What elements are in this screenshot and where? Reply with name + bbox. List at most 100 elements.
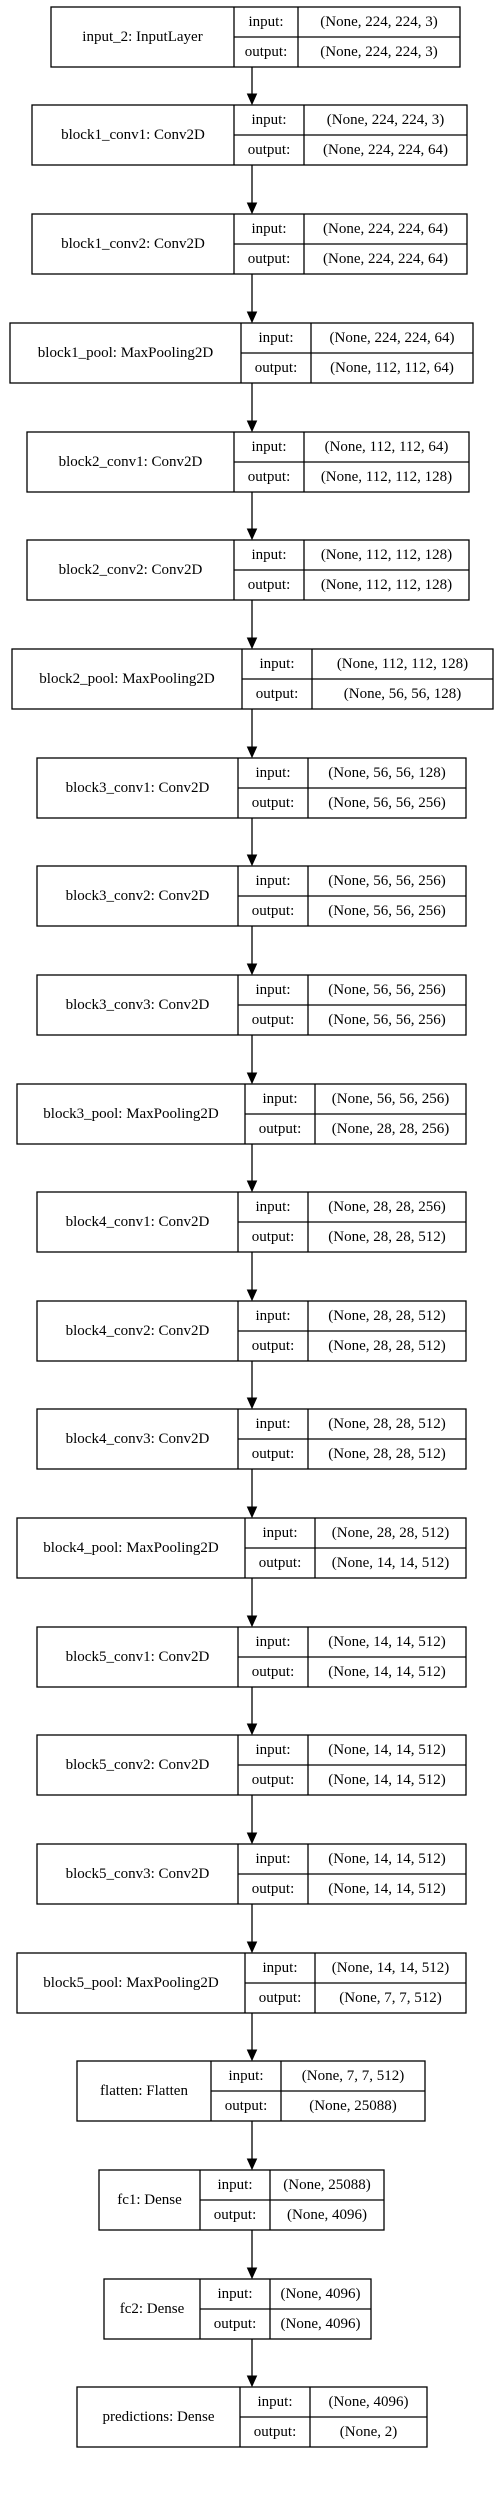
output-shape: (None, 28, 28, 512) — [328, 1446, 445, 1462]
output-label: output: — [252, 1338, 295, 1354]
layer-node: block1_conv1: Conv2Dinput:output:(None, … — [31, 104, 468, 166]
output-label: output: — [252, 1772, 295, 1788]
input-shape: (None, 14, 14, 512) — [328, 1851, 445, 1867]
arrowhead-icon — [246, 2267, 258, 2280]
layer-node: block5_conv1: Conv2Dinput:output:(None, … — [36, 1626, 467, 1688]
layer-node: block3_conv2: Conv2Dinput:output:(None, … — [36, 865, 467, 927]
output-label: output: — [259, 1121, 302, 1137]
input-label: input: — [248, 14, 283, 30]
layer-node: block1_pool: MaxPooling2Dinput:output:(N… — [9, 322, 474, 384]
output-shape: (None, 2) — [340, 2424, 397, 2440]
arrowhead-icon — [246, 93, 258, 106]
output-shape: (None, 112, 112, 64) — [330, 360, 454, 376]
input-shape: (None, 28, 28, 256) — [328, 1199, 445, 1215]
output-shape: (None, 28, 28, 256) — [332, 1121, 449, 1137]
output-shape: (None, 7, 7, 512) — [339, 1990, 441, 2006]
input-label: input: — [228, 2068, 263, 2084]
layer-name: fc1: Dense — [117, 2192, 182, 2208]
arrowhead-icon — [246, 854, 258, 867]
layer-name: block4_conv1: Conv2D — [66, 1214, 210, 1230]
input-label: input: — [257, 2394, 292, 2410]
output-shape: (None, 14, 14, 512) — [332, 1555, 449, 1571]
output-shape: (None, 56, 56, 256) — [328, 1012, 445, 1028]
input-label: input: — [262, 1091, 297, 1107]
input-shape: (None, 4096) — [281, 2286, 361, 2302]
output-label: output: — [225, 2098, 268, 2114]
layer-node: block1_conv2: Conv2Dinput:output:(None, … — [31, 213, 468, 275]
layer-node: block5_pool: MaxPooling2D input: output: (N… — [16, 1952, 467, 2014]
input-label: input: — [255, 873, 290, 889]
input-shape: (None, 28, 28, 512) — [328, 1416, 445, 1432]
output-shape: (None, 112, 112, 128) — [321, 577, 452, 593]
output-shape: (None, 224, 224, 64) — [323, 251, 448, 267]
layer-name: predictions: Dense — [102, 2409, 214, 2425]
arrowhead-icon — [246, 1506, 258, 1519]
input-shape: (None, 112, 112, 128) — [321, 547, 452, 563]
layer-node: block4_conv2: Conv2Dinput:output:(None, … — [36, 1300, 467, 1362]
arrowhead-icon — [246, 637, 258, 650]
layer-name: block1_conv2: Conv2D — [61, 236, 205, 252]
output-shape: (None, 28, 28, 512) — [328, 1338, 445, 1354]
output-label: output: — [214, 2207, 257, 2223]
arrowhead-icon — [246, 202, 258, 215]
output-label: output: — [259, 1990, 302, 2006]
layer-name: block3_conv2: Conv2D — [66, 888, 210, 904]
output-shape: (None, 224, 224, 64) — [323, 142, 448, 158]
output-label: output: — [252, 1012, 295, 1028]
layer-name: block5_pool: MaxPooling2D — [43, 1975, 219, 1991]
output-label: output: — [256, 686, 299, 702]
layer-node: block4_conv1: Conv2Dinput:output:(None, … — [36, 1191, 467, 1253]
layer-node: block4_conv3: Conv2Dinput:output:(None, … — [36, 1408, 467, 1470]
output-shape: (None, 4096) — [281, 2316, 361, 2332]
input-shape: (None, 14, 14, 512) — [328, 1634, 445, 1650]
layer-name: fc2: Dense — [120, 2301, 185, 2317]
layer-node: block3_conv3: Conv2Dinput:output:(None, … — [36, 974, 467, 1036]
output-shape: (None, 25088) — [309, 2098, 396, 2114]
output-label: output: — [252, 795, 295, 811]
input-shape: (None, 25088) — [283, 2177, 370, 2193]
input-shape: (None, 28, 28, 512) — [332, 1525, 449, 1541]
input-shape: (None, 56, 56, 256) — [332, 1091, 449, 1107]
layer-node: block2_pool: MaxPooling2Dinput:output:(N… — [11, 648, 494, 710]
layer-node: block5_conv2: Conv2Dinput:output:(None, … — [36, 1734, 467, 1796]
input-shape: (None, 224, 224, 3) — [327, 112, 444, 128]
layer-name: block3_pool: MaxPooling2D — [43, 1106, 219, 1122]
arrowhead-icon — [246, 2049, 258, 2062]
output-shape: (None, 28, 28, 512) — [328, 1229, 445, 1245]
input-shape: (None, 56, 56, 256) — [328, 873, 445, 889]
layer-name: block4_pool: MaxPooling2D — [43, 1540, 219, 1556]
arrowhead-icon — [246, 963, 258, 976]
input-label: input: — [251, 547, 286, 563]
output-label: output: — [255, 360, 298, 376]
input-label: input: — [255, 1199, 290, 1215]
input-shape: (None, 224, 224, 64) — [330, 330, 455, 346]
arrowhead-icon — [246, 1072, 258, 1085]
output-label: output: — [248, 577, 291, 593]
input-label: input: — [255, 1742, 290, 1758]
arrowhead-icon — [246, 1723, 258, 1736]
input-label: input: — [251, 439, 286, 455]
input-label: input: — [262, 1960, 297, 1976]
arrowhead-icon — [246, 1180, 258, 1193]
arrowhead-icon — [246, 420, 258, 433]
layer-name: input_2: InputLayer — [82, 29, 202, 45]
layer-name: flatten: Flatten — [100, 2083, 188, 2099]
layer-node: block5_conv3: Conv2Dinput:output:(None, … — [36, 1843, 467, 1905]
output-label: output: — [245, 44, 288, 60]
output-shape: (None, 56, 56, 128) — [344, 686, 461, 702]
output-label: output: — [252, 1664, 295, 1680]
input-shape: (None, 14, 14, 512) — [328, 1742, 445, 1758]
layer-name: block5_conv1: Conv2D — [66, 1649, 210, 1665]
arrowhead-icon — [246, 1941, 258, 1954]
edges — [246, 67, 258, 2388]
input-shape: (None, 28, 28, 512) — [328, 1308, 445, 1324]
layer-node: block2_conv2: Conv2Dinput:output:(None, … — [26, 539, 470, 601]
arrowhead-icon — [246, 1397, 258, 1410]
input-label: input: — [262, 1525, 297, 1541]
output-label: output: — [248, 142, 291, 158]
arrowhead-icon — [246, 1615, 258, 1628]
layer-name: block1_conv1: Conv2D — [61, 127, 205, 143]
